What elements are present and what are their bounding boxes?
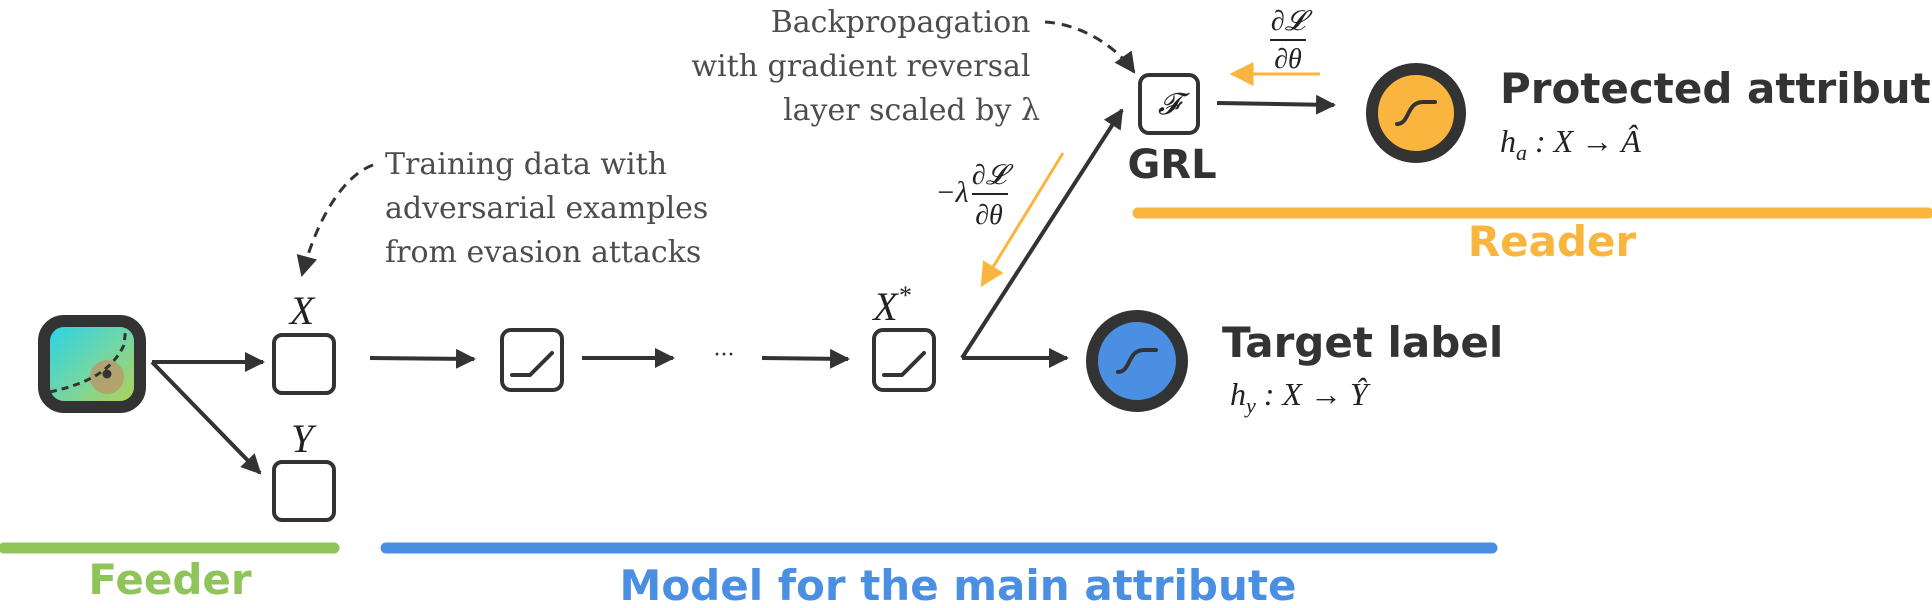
- backprop-pointer: [1044, 20, 1136, 74]
- target-head-node: [1086, 310, 1188, 412]
- reversed-gradient-arrow: [980, 152, 1065, 288]
- training-data-annotation: Training data with adversarial examples …: [385, 147, 718, 270]
- x-star-superscript: *: [898, 281, 911, 310]
- protected-head-node: [1366, 63, 1466, 163]
- target-label-title: Target label: [1222, 318, 1503, 367]
- backprop-line-1: Backpropagation: [771, 5, 1031, 40]
- protected-fn-rest: : X → Â: [1527, 123, 1641, 159]
- backprop-line-2: with gradient reversal: [691, 49, 1030, 84]
- backprop-annotation: Backpropagation with gradient reversal l…: [691, 5, 1040, 128]
- edge-to-grl: [960, 108, 1124, 360]
- edge-input-to-y: [150, 360, 262, 475]
- training-data-line-2: adversarial examples: [385, 191, 708, 226]
- target-fn-h: h: [1230, 376, 1246, 412]
- training-data-pointer: [296, 163, 374, 278]
- grl-label: GRL: [1127, 142, 1216, 188]
- x-star-base: X: [871, 284, 899, 329]
- edge-grl-to-protected: [1216, 94, 1336, 115]
- reversed-gradient-prefix: −λ: [935, 176, 968, 209]
- feeder-label: Feeder: [88, 555, 252, 604]
- sigmoid-icon: [1116, 348, 1158, 374]
- reader-gradient-denominator: ∂θ: [1274, 44, 1302, 75]
- reversed-gradient-label: −λ ∂𝓛 ∂θ: [935, 160, 1013, 231]
- target-fn-rest: : X → Ŷ: [1256, 376, 1371, 412]
- backprop-line-3: layer scaled by λ: [783, 93, 1040, 128]
- protected-fn-h: h: [1500, 123, 1516, 159]
- target-fn-sub: y: [1244, 393, 1256, 418]
- grl-node: [1138, 73, 1200, 135]
- x-label: X: [288, 288, 316, 333]
- model-label: Model for the main attribute: [620, 561, 1297, 608]
- protected-attribute-title: Protected attribute: [1500, 64, 1932, 113]
- protected-fn-sub: a: [1516, 140, 1527, 165]
- reader-gradient-label: ∂𝓛 ∂θ: [1270, 6, 1313, 75]
- edge-hidden-to-layer: [761, 348, 850, 369]
- hidden-layers-ellipsis: ···: [714, 343, 735, 368]
- protected-attribute-function: ha : X → Â: [1500, 123, 1641, 165]
- y-label: Y: [291, 416, 317, 461]
- x-star-label: X*: [871, 281, 910, 329]
- reader-label: Reader: [1468, 217, 1637, 266]
- training-data-line-3: from evasion attacks: [385, 235, 701, 270]
- reader-gradient-numerator: ∂𝓛: [1271, 6, 1313, 37]
- target-label-function: hy : X → Ŷ: [1230, 376, 1371, 418]
- training-data-line-1: Training data with: [385, 147, 667, 182]
- edge-x-to-layer: [369, 348, 476, 369]
- linear-unit-icon: [872, 328, 936, 392]
- x-node: [272, 333, 336, 395]
- sigmoid-icon: [1395, 100, 1437, 126]
- y-node: [272, 460, 336, 522]
- map-input-icon: [38, 315, 146, 413]
- reversed-gradient-denominator: ∂θ: [975, 200, 1003, 231]
- reversed-gradient-numerator: ∂𝓛: [972, 160, 1014, 191]
- linear-unit-icon: [500, 328, 564, 392]
